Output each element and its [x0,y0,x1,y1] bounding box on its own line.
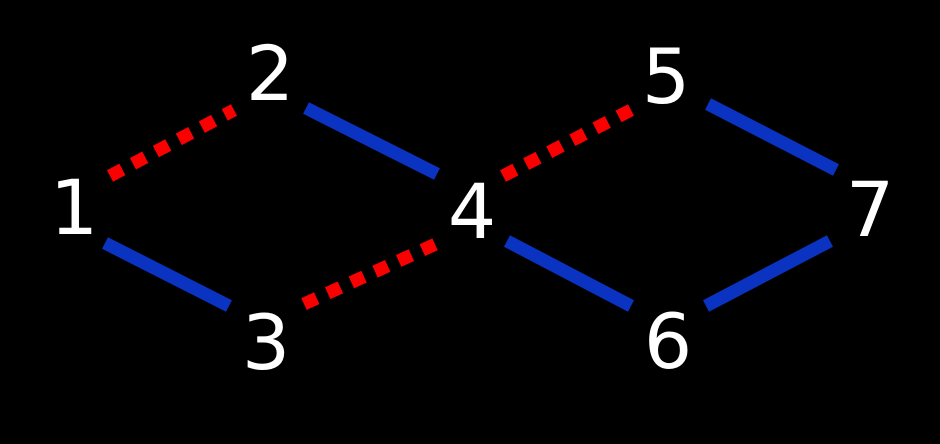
graph-node-label-1: 1 [49,163,99,252]
graph-edge-1-2 [106,104,238,182]
graph-edge-6-7 [702,235,834,312]
graph-edge-1-3 [102,237,232,312]
graph-node-label-6: 6 [643,297,693,386]
graph-node-label-7: 7 [845,165,895,254]
graph-edge-2-4 [303,102,440,180]
graph-node-label-4: 4 [447,167,497,256]
graph-node-label-3: 3 [241,298,291,387]
graph-edge-4-5 [500,104,634,182]
graph-edge-3-4 [301,237,441,310]
graph-edge-5-7 [705,98,839,176]
graph-node-label-2: 2 [245,29,295,118]
graph-edge-4-6 [503,235,635,312]
graph-node-label-5: 5 [641,32,691,121]
